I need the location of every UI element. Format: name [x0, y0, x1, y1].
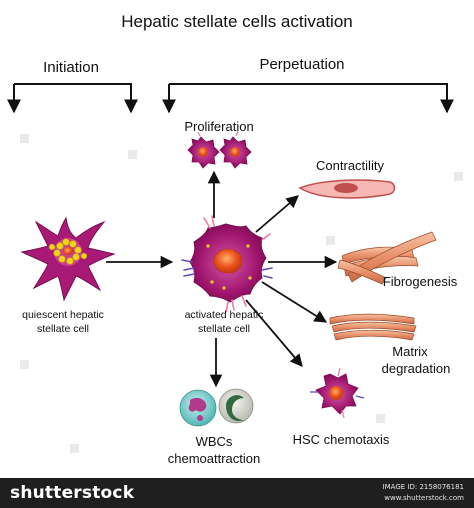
footer-bar: shutterstock IMAGE ID: 2158076181 www.sh…	[0, 478, 474, 508]
matrix-fibers	[329, 313, 417, 341]
initiation-bracket	[7, 83, 138, 114]
chemotaxis-label: HSC chemotaxis	[293, 432, 390, 447]
image-id-block: IMAGE ID: 2158076181 www.shutterstock.co…	[383, 482, 464, 504]
matrix-label-line2: degradation	[382, 361, 451, 376]
wbc-label-line1: WBCs	[196, 434, 233, 449]
quiescent-label-line1: quiescent hepatic	[22, 309, 104, 321]
contractility-label: Contractility	[316, 158, 384, 173]
proliferation-cells	[187, 130, 252, 169]
contractility-cell	[298, 179, 396, 199]
wbc-label-line2: chemoattraction	[168, 451, 261, 466]
image-id-text: IMAGE ID: 2158076181	[382, 483, 464, 491]
perpetuation-label: Perpetuation	[259, 56, 344, 73]
fibrogenesis-label: Fibrogenesis	[383, 274, 458, 289]
arrow-matrix	[261, 281, 328, 323]
diagram-title: Hepatic stellate cells activation	[121, 12, 353, 31]
activated-label-line2: stellate cell	[198, 323, 250, 335]
arrow-contractility	[255, 195, 299, 233]
wbc-cells	[179, 388, 254, 427]
brand-logo: shutterstock	[10, 483, 135, 503]
activated-stellate-cell	[181, 215, 273, 313]
site-url-text: www.shutterstock.com	[384, 494, 464, 502]
activated-label-line1: activated hepatic	[185, 309, 264, 321]
matrix-label-line1: Matrix	[392, 344, 428, 359]
watermark-mark	[376, 414, 385, 423]
initiation-label: Initiation	[43, 59, 99, 76]
proliferation-label: Proliferation	[184, 119, 253, 134]
diagram-svg: Hepatic stellate cells activation Initia…	[7, 12, 458, 466]
arrow-chemotaxis	[245, 299, 303, 367]
fibrogenesis-fibers	[337, 231, 437, 285]
quiescent-stellate-cell	[20, 216, 116, 302]
watermark-mark	[70, 444, 79, 453]
chemotaxis-cell	[310, 367, 365, 419]
watermark-mark	[326, 236, 335, 245]
perpetuation-bracket	[162, 83, 454, 114]
watermark-mark	[20, 360, 29, 369]
watermark-mark	[128, 150, 137, 159]
quiescent-label-line2: stellate cell	[37, 323, 89, 335]
watermark-mark	[454, 172, 463, 181]
watermark-mark	[20, 134, 29, 143]
